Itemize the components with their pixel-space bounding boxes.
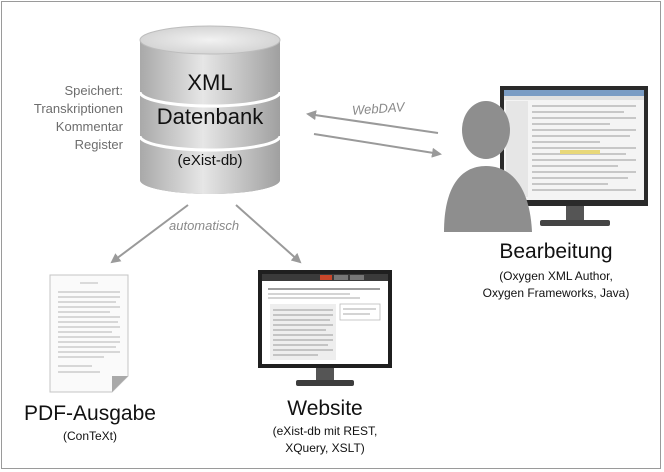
editor-monitor-icon xyxy=(500,86,648,226)
arrow-to-website xyxy=(235,204,302,264)
storage-item-transkriptionen: Transkriptionen xyxy=(33,101,123,116)
storage-title: Speichert: xyxy=(64,83,123,98)
automatic-label: automatisch xyxy=(169,218,240,233)
website-detail-1: (eXist-db mit REST, xyxy=(272,424,378,438)
storage-item-register: Register xyxy=(74,137,123,152)
db-label-xml: XML xyxy=(187,70,233,95)
pdf-detail: (ConTeXt) xyxy=(62,429,118,443)
editing-detail-1: (Oxygen XML Author, xyxy=(499,269,613,283)
editing-detail-2: Oxygen Frameworks, Java) xyxy=(482,286,630,300)
website-detail-2: XQuery, XSLT) xyxy=(285,441,365,455)
website-monitor-icon xyxy=(258,270,392,386)
arrow-to-editor xyxy=(313,133,442,158)
arrow-to-db xyxy=(306,110,439,134)
db-label-exist: (eXist-db) xyxy=(177,152,243,169)
database-cylinder xyxy=(138,25,282,194)
pdf-document-icon xyxy=(49,274,129,393)
person-icon xyxy=(444,101,532,232)
storage-item-kommentar: Kommentar xyxy=(55,119,123,134)
db-label-datenbank: Datenbank xyxy=(156,104,264,129)
website-title: Website xyxy=(287,397,363,420)
arrow-to-pdf xyxy=(110,204,189,264)
editing-title: Bearbeitung xyxy=(499,240,613,263)
pdf-title: PDF-Ausgabe xyxy=(24,402,156,425)
